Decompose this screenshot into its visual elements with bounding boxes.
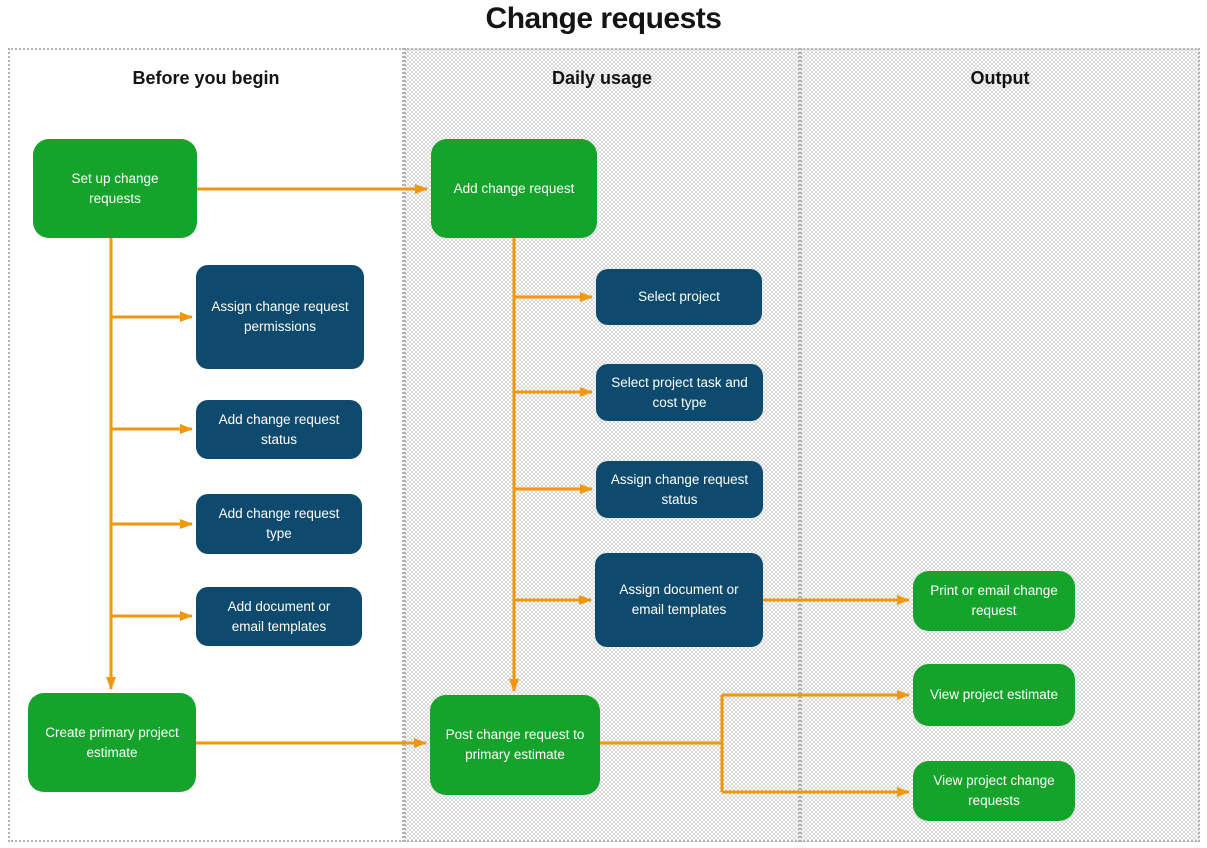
node-add-change-request: Add change request (431, 139, 597, 238)
column-header-before-you-begin: Before you begin (132, 68, 280, 88)
page-title: Change requests (485, 2, 722, 35)
node-add-change-request-type: Add change request type (196, 494, 362, 554)
node-post-change-request-to-primary-estimate: Post change request to primary estimate (430, 695, 600, 795)
column-header-output: Output (970, 68, 1030, 88)
node-select-project: Select project (596, 269, 762, 325)
node-assign-change-request-permissions: Assign change request permissions (196, 265, 364, 369)
node-print-or-email-change-request: Print or email change request (913, 571, 1075, 631)
node-assign-document-or-email-templates: Assign document or email templates (595, 553, 763, 647)
node-view-project-estimate: View project estimate (913, 664, 1075, 726)
node-view-project-change-requests: View project change requests (913, 761, 1075, 821)
node-add-document-or-email-templates: Add document or email templates (196, 587, 362, 646)
node-add-change-request-status: Add change request status (196, 400, 362, 459)
node-assign-change-request-status: Assign change request status (596, 461, 763, 518)
node-create-primary-project-estimate: Create primary project estimate (28, 693, 196, 792)
node-set-up-change-requests: Set up change requests (33, 139, 197, 238)
column-header-daily-usage: Daily usage (551, 68, 653, 88)
node-select-project-task-and-cost-type: Select project task and cost type (596, 364, 763, 421)
